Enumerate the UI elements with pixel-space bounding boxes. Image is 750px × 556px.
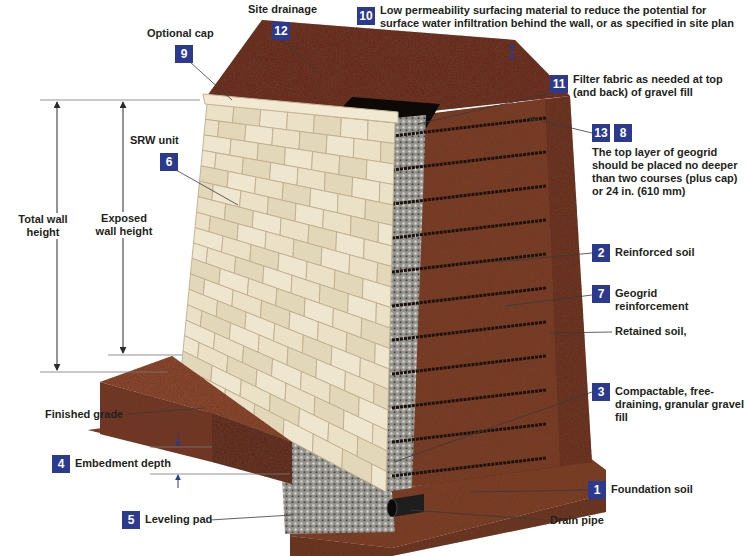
callout-box: 13	[592, 124, 610, 142]
wall-brick	[371, 464, 386, 492]
part-label: Exposed wall height	[90, 212, 158, 238]
wall-brick	[204, 119, 219, 137]
callout-text: Filter fabric as needed at top (and back…	[573, 73, 745, 99]
finished-grade-front	[100, 382, 212, 462]
callout-number: 2	[592, 244, 610, 262]
geogrid-layer	[392, 152, 546, 170]
surfacing-marker	[512, 44, 513, 60]
callout-text: Low permeability surfacing material to r…	[380, 4, 746, 30]
callout-box: 6SRW unit	[160, 153, 178, 171]
callout-box: 1Foundation soil	[588, 481, 606, 499]
leader-line	[498, 253, 592, 262]
callout-number: 13	[592, 124, 610, 142]
callout-box: 2Reinforced soil	[592, 244, 610, 262]
leader-line	[530, 118, 592, 133]
callout-text: Site drainage	[248, 3, 358, 16]
geogrid-layer	[392, 424, 546, 442]
wall-brick	[379, 182, 393, 205]
geogrid-layer	[392, 356, 546, 374]
leader-line	[410, 510, 546, 520]
wall-brick	[368, 120, 396, 143]
leader-line	[128, 408, 205, 414]
leader-line	[283, 41, 318, 72]
callout-text: The top layer of geogrid should be place…	[592, 146, 742, 198]
leader-line	[418, 93, 552, 124]
dimension-tick	[150, 447, 212, 448]
wall-cap	[203, 94, 398, 123]
dimension-tick	[108, 355, 182, 356]
embedment-arrow	[178, 475, 179, 488]
callout-box: 8The top layer of geogrid should be plac…	[614, 124, 632, 142]
callout-number: 5	[122, 511, 140, 529]
dimension-tick	[40, 100, 200, 101]
geogrid-layer	[392, 322, 546, 340]
leader-line	[176, 170, 238, 205]
geogrid-layer	[392, 288, 546, 306]
callout-text: Reinforced soil	[615, 246, 745, 259]
callout-number: 9	[175, 45, 193, 63]
leader-line	[505, 295, 592, 306]
callout-number: 8	[614, 124, 632, 142]
dimension-tick	[150, 474, 290, 475]
leader-line	[394, 392, 592, 462]
part-label: Retained soil,	[615, 325, 687, 338]
callout-text: Foundation soil	[611, 483, 741, 496]
geogrid-layer	[392, 220, 546, 238]
callout-number: 3	[592, 383, 610, 401]
callout-text: SRW unit	[130, 134, 220, 147]
callout-box: 9Optional cap	[175, 45, 193, 63]
callout-box: 7Geogrid reinforcement	[592, 285, 610, 303]
wall-brick	[380, 142, 394, 164]
callout-text: Optional cap	[147, 27, 242, 40]
geogrid-layer	[392, 390, 546, 408]
geogrid-layer	[392, 186, 546, 204]
callout-box: 4Embedment depth	[52, 455, 70, 473]
wall-brick	[312, 434, 342, 468]
callout-box: 10Low permeability surfacing material to…	[357, 7, 375, 25]
leader-line	[190, 62, 232, 100]
callout-number: 1	[588, 481, 606, 499]
embedment-arrow	[178, 434, 179, 446]
callout-box: 11Filter fabric as needed at top (and ba…	[550, 75, 568, 93]
part-label: Total wall height	[8, 213, 78, 239]
callout-number: 6	[160, 153, 178, 171]
finished-grade-side	[212, 413, 292, 484]
geogrid-layer	[392, 254, 546, 272]
geogrid-layer	[392, 118, 546, 136]
wall-brick	[342, 449, 372, 484]
callout-number: 4	[52, 455, 70, 473]
drain-pipe-end	[387, 499, 397, 517]
geogrid-layer	[392, 458, 546, 476]
callout-number: 12	[272, 22, 290, 40]
callout-text: Leveling pad	[145, 513, 255, 526]
callout-number: 10	[357, 7, 375, 25]
wall-brick	[378, 222, 392, 246]
callout-number: 11	[550, 75, 568, 93]
part-label: Finished grade	[45, 408, 123, 421]
callout-number: 7	[592, 285, 610, 303]
leader-line	[210, 515, 292, 520]
part-label: Drain pipe	[550, 514, 604, 527]
leader-group	[128, 41, 612, 520]
wall-group	[180, 104, 395, 492]
leader-line	[550, 332, 612, 333]
geogrid-group	[392, 118, 546, 476]
callout-box: 5Leveling pad	[122, 511, 140, 529]
callout-text: Embedment depth	[75, 457, 195, 470]
callout-text: Compactable, free-draining, granular gra…	[615, 385, 745, 424]
callout-box: 12Site drainage	[272, 22, 290, 40]
dimension-tick	[40, 372, 168, 373]
callout-box: 3Compactable, free-draining, granular gr…	[592, 383, 610, 401]
leader-line	[470, 490, 588, 492]
callout-text: Geogrid reinforcement	[615, 287, 715, 313]
